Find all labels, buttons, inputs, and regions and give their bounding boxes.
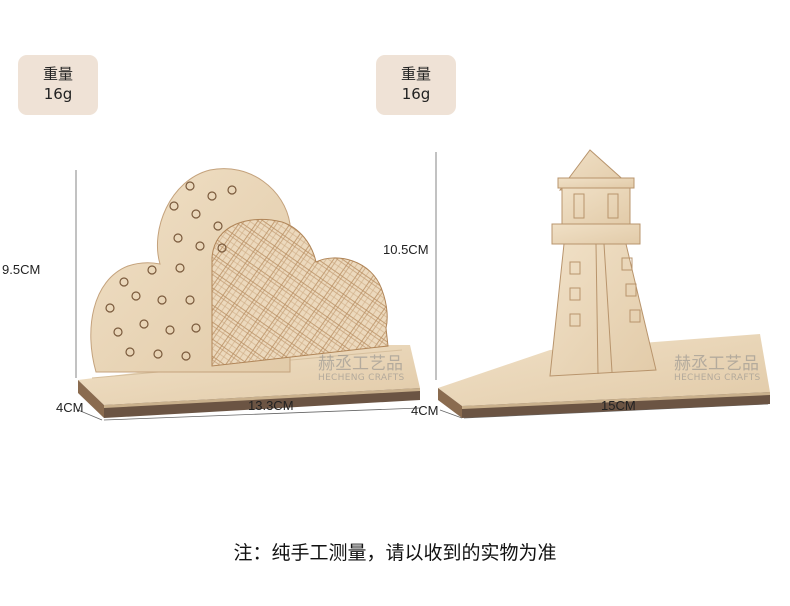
weight-label: 重量 (42, 65, 73, 83)
left-width-label: 13.3CM (248, 398, 294, 413)
cloud-cutout (90, 168, 389, 373)
watermark-cn: 赫丞工艺品 (674, 354, 759, 374)
weight-badge-right: 重量 16g (376, 55, 456, 115)
left-depth-label: 4CM (56, 400, 84, 415)
right-depth-label: 4CM (411, 403, 439, 418)
weight-value: 16g (43, 85, 73, 103)
watermark-right: 赫丞工艺品 HECHENG CRAFTS (674, 355, 761, 383)
disclaimer-note: 注：纯手工测量，请以收到的实物为准 (233, 542, 557, 564)
watermark-en: HECHENG CRAFTS (674, 373, 761, 383)
left-dimension-lines (75, 170, 421, 421)
right-height-label: 10.5CM (383, 242, 429, 257)
left-base (78, 345, 420, 418)
weight-badge-left: 重量 16g (18, 55, 98, 115)
weight-value: 16g (401, 85, 431, 103)
right-width-label: 15CM (601, 398, 636, 413)
weight-label: 重量 (400, 65, 431, 83)
watermark-left: 赫丞工艺品 HECHENG CRAFTS (318, 355, 405, 383)
lighthouse-cutout (549, 149, 657, 377)
left-height-label: 9.5CM (2, 262, 41, 277)
watermark-en: HECHENG CRAFTS (318, 373, 405, 383)
watermark-cn: 赫丞工艺品 (318, 354, 403, 374)
